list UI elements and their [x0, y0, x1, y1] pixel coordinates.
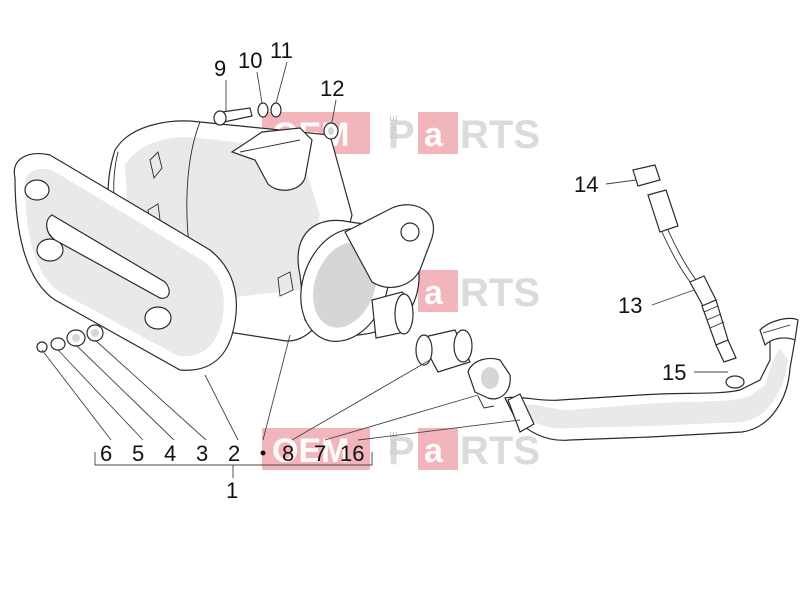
watermark-rts: RTS: [460, 271, 540, 315]
watermark-a: a: [424, 116, 444, 154]
callout-14: 14: [574, 172, 598, 197]
watermark-p: P: [388, 113, 415, 157]
callout-10: 10: [238, 48, 262, 73]
oxygen-sensor: [632, 164, 737, 363]
callout-8: 8: [282, 441, 294, 466]
watermark-box: [262, 428, 370, 470]
top-hardware: [213, 102, 339, 140]
watermark-a-box: [418, 112, 458, 154]
callout-3: 3: [196, 441, 208, 466]
watermark-oem: OEM: [272, 432, 349, 470]
watermark-a-box: [418, 428, 458, 470]
exhaust-pipe: [504, 317, 799, 441]
callout-15: 15: [662, 360, 686, 385]
watermark-rts: RTS: [460, 113, 540, 157]
watermark-a: a: [424, 274, 444, 312]
callout-12: 12: [320, 76, 344, 101]
callouts: 6 5 4 3 2 8 7 16 1 9 10 11 12 14 13 15: [100, 38, 686, 503]
washer-5: [50, 337, 66, 351]
leader-lines: [41, 61, 728, 478]
watermark-bottom: OEM BIKE P a RTS: [262, 428, 540, 473]
heat-shield: [13, 153, 237, 371]
callout-2: 2: [228, 441, 240, 466]
watermark-rts: RTS: [460, 429, 540, 473]
shield-fasteners: [36, 324, 104, 353]
sensor-connector: [647, 189, 679, 233]
washer-11: [270, 102, 282, 118]
callout-16: 16: [340, 441, 364, 466]
watermark-bike: BIKE: [389, 431, 400, 455]
washer-10: [257, 102, 269, 118]
screw-6: [36, 341, 48, 353]
callout-11: 11: [270, 38, 293, 63]
watermark-p: P: [388, 429, 415, 473]
leader-dot: [260, 450, 266, 456]
callout-6: 6: [100, 441, 112, 466]
callout-9: 9: [214, 56, 226, 81]
callout-13: 13: [618, 293, 642, 318]
callout-7: 7: [314, 441, 326, 466]
gasket-15: [725, 375, 745, 389]
callout-5: 5: [132, 441, 144, 466]
callout-4: 4: [164, 441, 176, 466]
connector-cap-14: [632, 164, 661, 187]
watermark-a-box: [418, 270, 458, 312]
watermark-bike: BIKE: [389, 115, 400, 139]
callout-1: 1: [226, 478, 238, 503]
gasket-clamp: [415, 329, 511, 409]
watermark-a: a: [424, 432, 444, 470]
